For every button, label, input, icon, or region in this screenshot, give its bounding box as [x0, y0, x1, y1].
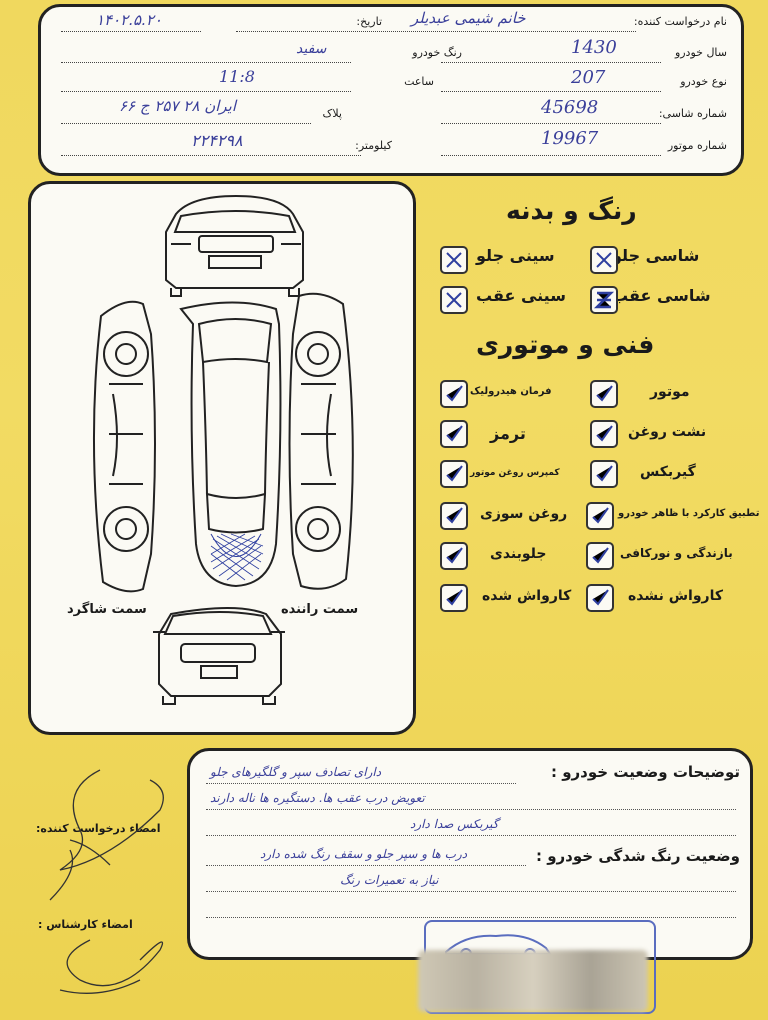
requester-dots: [236, 31, 636, 32]
engine-dots: [441, 155, 661, 156]
driver-side-label: سمت راننده: [281, 602, 359, 617]
chassis-label: شماره شاسی:: [658, 107, 727, 120]
year-label: سال خودرو: [674, 46, 727, 59]
chassis-value: 45698: [541, 97, 599, 118]
km-label: کیلومتر:: [355, 139, 392, 152]
body-item-label: سینی عقب: [476, 286, 566, 305]
date-value: ۱۴۰۲.۵.۲۰: [96, 11, 162, 29]
tech-checkbox[interactable]: [440, 420, 468, 448]
year-dots: [441, 62, 661, 63]
paint-line: نیاز به تعمیرات رنگ: [340, 873, 439, 887]
body-item-label: سینی جلو: [476, 246, 555, 265]
note-line: [206, 865, 526, 866]
tech-checkbox[interactable]: [586, 542, 614, 570]
body-checkbox[interactable]: [440, 246, 468, 274]
date-dots: [61, 31, 201, 32]
tech-checkbox[interactable]: [586, 584, 614, 612]
type-value: 207: [571, 67, 606, 88]
tech-checkbox[interactable]: [440, 380, 468, 408]
requester-signature-label: امضاء درخواست کننده:: [36, 822, 161, 835]
car-diagram-icon: [92, 194, 354, 705]
type-label: نوع خودرو: [680, 75, 727, 88]
tech-item-label: تطبیق کارکرد با ظاهر خودرو: [618, 508, 760, 519]
requester-label: نام درخواست کننده:: [633, 15, 727, 28]
tech-checkbox[interactable]: [590, 420, 618, 448]
note-line: [206, 809, 736, 810]
requester-value: خانم شیمی عبدیلر: [411, 9, 526, 27]
color-label: رنگ خودرو: [412, 46, 462, 59]
car-diagram-panel: سمت راننده سمت شاگرد: [28, 181, 416, 735]
body-checkbox[interactable]: [440, 286, 468, 314]
condition-line: دارای تصادف سپر و گلگیرهای جلو: [210, 765, 382, 779]
tech-item-label: جلوبندی: [490, 546, 547, 562]
tech-item-label: کارواش شده: [482, 588, 572, 604]
body-item-label: شاسی جلو: [612, 246, 700, 265]
chassis-dots: [441, 123, 661, 124]
tech-item-label: روغن سوزی: [480, 506, 568, 522]
tech-checkbox[interactable]: [590, 460, 618, 488]
date-label: تاریخ:: [356, 15, 382, 28]
row-type: نوع خودرو ساعت: [55, 73, 727, 97]
signature-scribble-icon: [49, 769, 164, 994]
tech-item-label: کارواش نشده: [628, 588, 724, 604]
body-checkbox[interactable]: [590, 286, 618, 314]
km-value: ۲۲۴۲۹۸: [191, 131, 243, 150]
front-view-icon: [153, 607, 285, 705]
tech-section-title: فنی و موتوری: [476, 330, 655, 359]
passenger-side-label: سمت شاگرد: [67, 602, 147, 617]
paint-label: وضعیت رنگ شدگی خودرو :: [536, 847, 740, 865]
tech-item-label: ترمز: [490, 424, 526, 443]
tech-checkbox[interactable]: [440, 502, 468, 530]
tech-item-label: کمپرس روغن موتور: [470, 468, 560, 478]
note-line: [206, 891, 736, 892]
row-chassis: شماره شاسی: پلاک: [55, 105, 727, 129]
engine-label: شماره موتور: [667, 139, 727, 152]
color-value: سفید: [296, 41, 327, 57]
rear-view-icon: [165, 194, 304, 297]
note-line: [206, 783, 516, 784]
type-dots: [441, 91, 661, 92]
header-form: نام درخواست کننده: تاریخ: ۱۴۰۲.۵.۲۰ خانم…: [38, 4, 744, 176]
left-side-view-icon: [92, 300, 156, 593]
row-engine: شماره موتور کیلومتر:: [55, 137, 727, 161]
row-year: سال خودرو رنگ خودرو: [55, 44, 727, 68]
condition-line: تعویض درب عقب ها. دستگیره ها ناله دارند: [210, 791, 425, 805]
body-section-title: رنگ و بدنه: [506, 196, 637, 225]
condition-line: گیربکس صدا دارد: [410, 817, 499, 831]
right-side-view-icon: [288, 292, 354, 590]
body-checkbox[interactable]: [590, 246, 618, 274]
tech-checkbox[interactable]: [440, 460, 468, 488]
tech-item-label: نشت روغن: [628, 424, 707, 440]
time-label: ساعت: [404, 75, 434, 88]
km-dots: [61, 155, 361, 156]
redacted-area: [418, 950, 648, 1012]
body-item-label: شاسی عقب: [612, 286, 711, 305]
tech-checkbox[interactable]: [440, 584, 468, 612]
tech-checkbox[interactable]: [440, 542, 468, 570]
tech-checkbox[interactable]: [586, 502, 614, 530]
tech-item-label: فرمان هیدرولیک: [470, 386, 552, 397]
engine-value: 19967: [541, 128, 599, 149]
top-view-icon: [179, 301, 282, 588]
tech-item-label: موتور: [650, 384, 690, 400]
paint-line: درب ها و سپر جلو و سقف رنگ شده دارد: [260, 847, 468, 861]
note-line: [206, 835, 736, 836]
time-dots: [61, 91, 351, 92]
plate-value: ایران ۲۸ ۲۵۷ ج ۶۶: [119, 97, 236, 115]
expert-signature-label: امضاء کارشناس :: [38, 918, 133, 931]
year-value: 1430: [571, 37, 617, 58]
tech-checkbox[interactable]: [590, 380, 618, 408]
tech-item-label: بازندگی و نورکافی: [620, 546, 733, 560]
row-requester: نام درخواست کننده: تاریخ:: [55, 13, 727, 37]
tech-item-label: گیربکس: [640, 464, 696, 480]
plate-dots: [61, 123, 311, 124]
color-dots: [61, 62, 351, 63]
condition-label: توضیحات وضعیت خودرو :: [551, 763, 740, 781]
time-value: 11:8: [219, 67, 255, 86]
plate-label: پلاک: [322, 107, 342, 120]
note-line: [206, 917, 736, 918]
